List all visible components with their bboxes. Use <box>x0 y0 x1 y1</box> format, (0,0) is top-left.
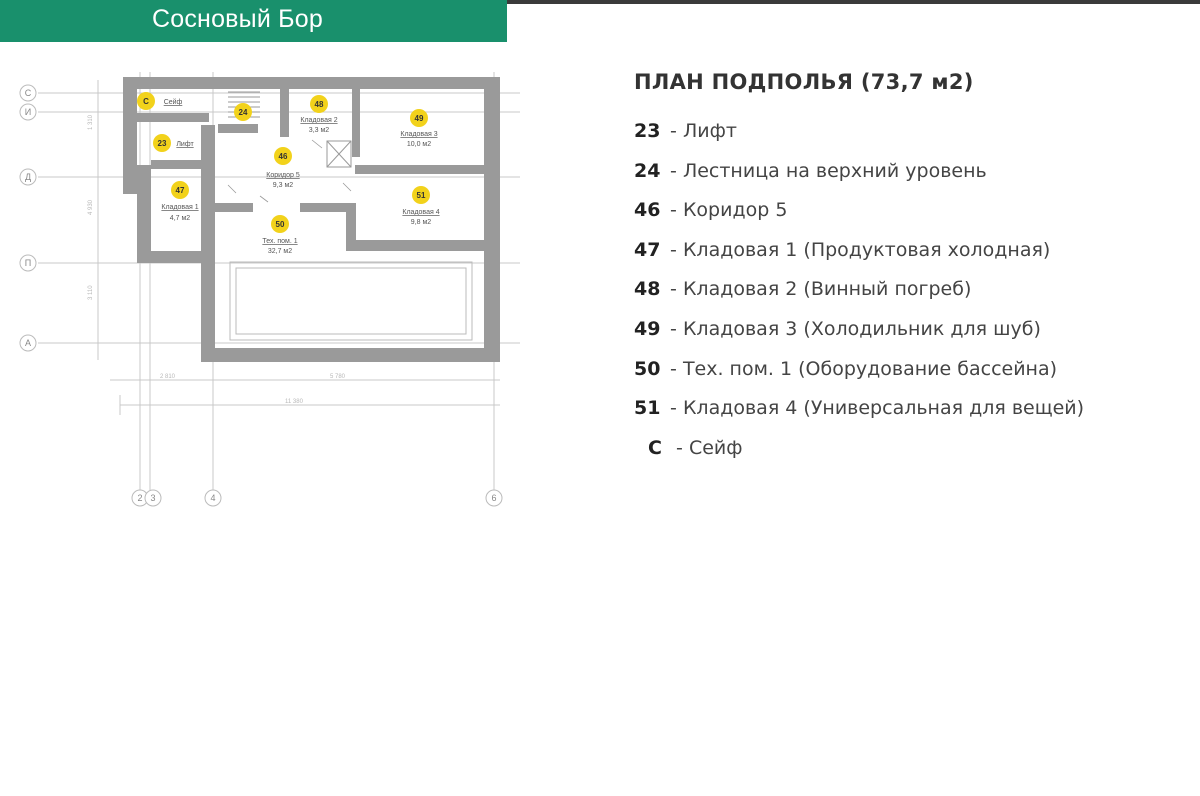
room-area: 3,3 м2 <box>309 127 329 134</box>
shaft <box>326 140 352 168</box>
legend-text: Лифт <box>682 120 737 142</box>
legend-code: 47 <box>634 238 661 261</box>
legend-item: 50 - Тех. пом. 1 (Оборудование бассейна) <box>634 357 1058 380</box>
legend-text: Кладовая 1 (Продуктовая холодная) <box>682 238 1051 261</box>
legend-item: 24 - Лестница на верхний уровень <box>634 159 987 182</box>
axis-label: 4 <box>210 493 215 503</box>
axis-label: 6 <box>491 493 496 503</box>
legend-item: 49 - Кладовая 3 (Холодильник для шуб) <box>634 317 1041 340</box>
legend-title: ПЛАН ПОДПОЛЬЯ (73,7 м2) <box>634 70 974 94</box>
dimension-ticks: 2 810 5 780 11 380 1 310 4 930 3 110 <box>88 114 346 405</box>
room-area: 9,3 м2 <box>273 182 293 189</box>
room-name: Лифт <box>176 141 194 148</box>
room-area: 32,7 м2 <box>268 248 292 255</box>
room-badge: 23 <box>158 139 167 148</box>
legend-code: 24 <box>634 159 661 182</box>
room-badge: 48 <box>315 100 324 109</box>
room-labels: Сейф Лифт Кладовая 2 3,3 м2 Кладовая 3 1… <box>161 98 439 255</box>
room-name: Кладовая 1 <box>161 204 198 211</box>
header-title: Сосновый Бор <box>152 5 323 33</box>
walls <box>123 77 500 362</box>
room-area: 10,0 м2 <box>407 141 431 148</box>
room-area: 9,8 м2 <box>411 219 431 226</box>
legend-code: С <box>648 436 662 459</box>
room-name: Кладовая 2 <box>300 117 337 124</box>
room-badge: С <box>143 97 149 106</box>
svg-text:3 110: 3 110 <box>88 285 94 300</box>
legend-text: Кладовая 2 (Винный погреб) <box>682 278 972 301</box>
floor-plan: 2 810 5 780 11 380 1 310 4 930 3 110 С И… <box>19 72 520 507</box>
header-divider <box>507 0 1200 4</box>
pool-outline <box>229 261 473 341</box>
legend-text: Кладовая 4 (Универсальная для вещей) <box>682 397 1085 420</box>
axis-label: 3 <box>150 493 155 503</box>
header-tab: Сосновый Бор <box>0 0 507 42</box>
grid-lines <box>38 72 520 490</box>
legend-text: Коридор 5 <box>682 199 788 222</box>
room-area: 4,7 м2 <box>170 215 190 222</box>
room-badges: С 23 24 48 49 46 47 51 50 <box>137 92 430 233</box>
legend-code: 48 <box>634 278 661 301</box>
legend-code: 50 <box>634 357 661 380</box>
room-badge: 47 <box>176 186 185 195</box>
legend-item: 48 - Кладовая 2 (Винный погреб) <box>634 278 972 301</box>
room-name: Тех. пом. 1 <box>262 238 297 245</box>
axis-markers-left: С И Д П А <box>19 84 37 352</box>
legend-code: 23 <box>634 120 661 142</box>
axis-label: Д <box>25 172 31 182</box>
room-badge: 24 <box>239 108 248 117</box>
door-swings <box>227 139 352 203</box>
axis-markers-bottom: 2 3 4 6 <box>131 489 503 507</box>
room-badge: 50 <box>276 220 285 229</box>
svg-text:11 380: 11 380 <box>285 399 304 405</box>
svg-text:4 930: 4 930 <box>88 199 94 215</box>
legend-text: Лестница на верхний уровень <box>682 159 987 182</box>
svg-text:1 310: 1 310 <box>88 114 94 130</box>
legend-item: 47 - Кладовая 1 (Продуктовая холодная) <box>634 238 1051 261</box>
axis-label: П <box>25 258 31 268</box>
axis-label: А <box>25 338 31 348</box>
svg-text:2 810: 2 810 <box>160 374 176 380</box>
axis-label: 2 <box>137 493 142 503</box>
legend-text: Тех. пом. 1 (Оборудование бассейна) <box>682 357 1058 380</box>
axis-label: И <box>25 107 31 117</box>
room-name: Кладовая 4 <box>402 209 439 216</box>
axis-label: С <box>25 88 32 98</box>
room-badge: 49 <box>415 114 424 123</box>
room-name: Кладовая 3 <box>400 131 437 138</box>
svg-text:5 780: 5 780 <box>330 374 346 380</box>
legend-text: Сейф <box>688 436 743 459</box>
room-badge: 51 <box>417 191 426 200</box>
legend-item: 23 - Лифт <box>634 120 737 142</box>
room-name: Сейф <box>164 98 183 106</box>
room-badge: 46 <box>279 152 288 161</box>
legend-code: 49 <box>634 317 661 340</box>
legend-code: 46 <box>634 199 661 222</box>
legend-text: Кладовая 3 (Холодильник для шуб) <box>682 317 1041 340</box>
legend-item: 51 - Кладовая 4 (Универсальная для вещей… <box>634 397 1085 420</box>
room-name: Коридор 5 <box>266 172 300 179</box>
legend: ПЛАН ПОДПОЛЬЯ (73,7 м2) 23 - Лифт 24 - Л… <box>634 70 1174 476</box>
legend-code: 51 <box>634 397 661 420</box>
legend-item: 46 - Коридор 5 <box>634 199 788 222</box>
legend-item: С - Сейф <box>634 437 1174 477</box>
